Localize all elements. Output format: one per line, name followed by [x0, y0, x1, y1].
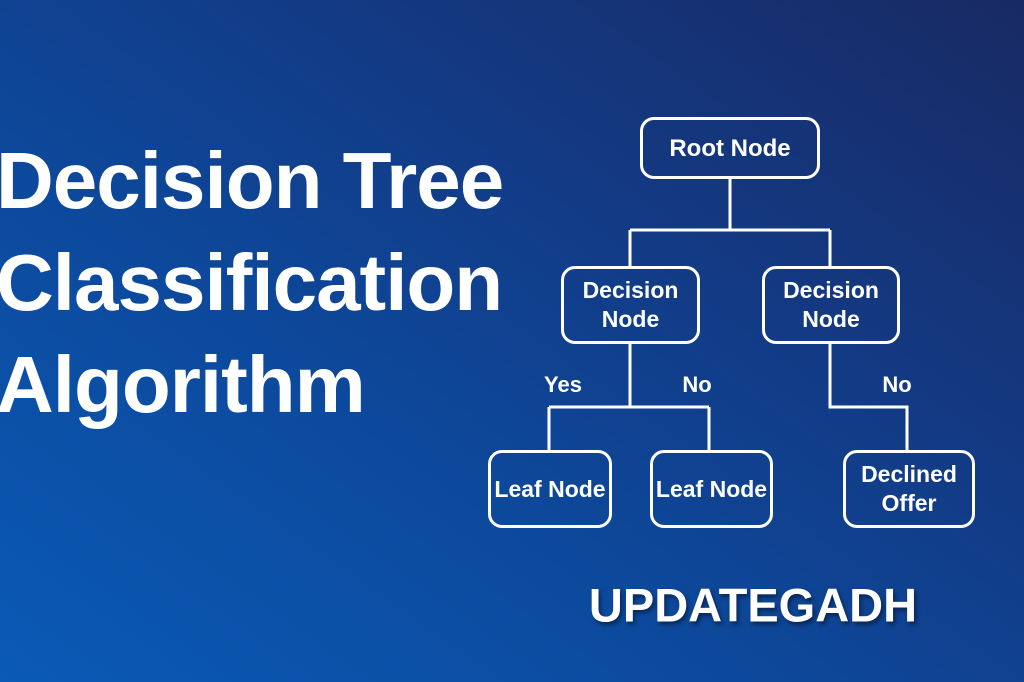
headline-line-2: Classification [0, 238, 503, 327]
headline: Decision Tree Classification Algorithm [0, 130, 504, 436]
decision-node-left: Decision Node [561, 266, 700, 344]
leaf-node-middle: Leaf Node [650, 450, 773, 528]
edge-label-no-right: No [882, 372, 912, 397]
connector-right [828, 343, 909, 450]
root-node: Root Node [640, 117, 820, 179]
headline-line-1: Decision Tree [0, 136, 504, 225]
decision-node-right: Decision Node [762, 266, 900, 344]
headline-line-3: Algorithm [0, 340, 366, 429]
edge-label-no-left: No [682, 372, 712, 397]
connector-left [547, 343, 711, 450]
brand-logo: UPDATEGADH [588, 578, 918, 632]
connector-root [628, 178, 832, 266]
declined-offer-node: Declined Offer [843, 450, 975, 528]
edge-label-yes: Yes [544, 372, 582, 397]
leaf-node-left: Leaf Node [488, 450, 612, 528]
